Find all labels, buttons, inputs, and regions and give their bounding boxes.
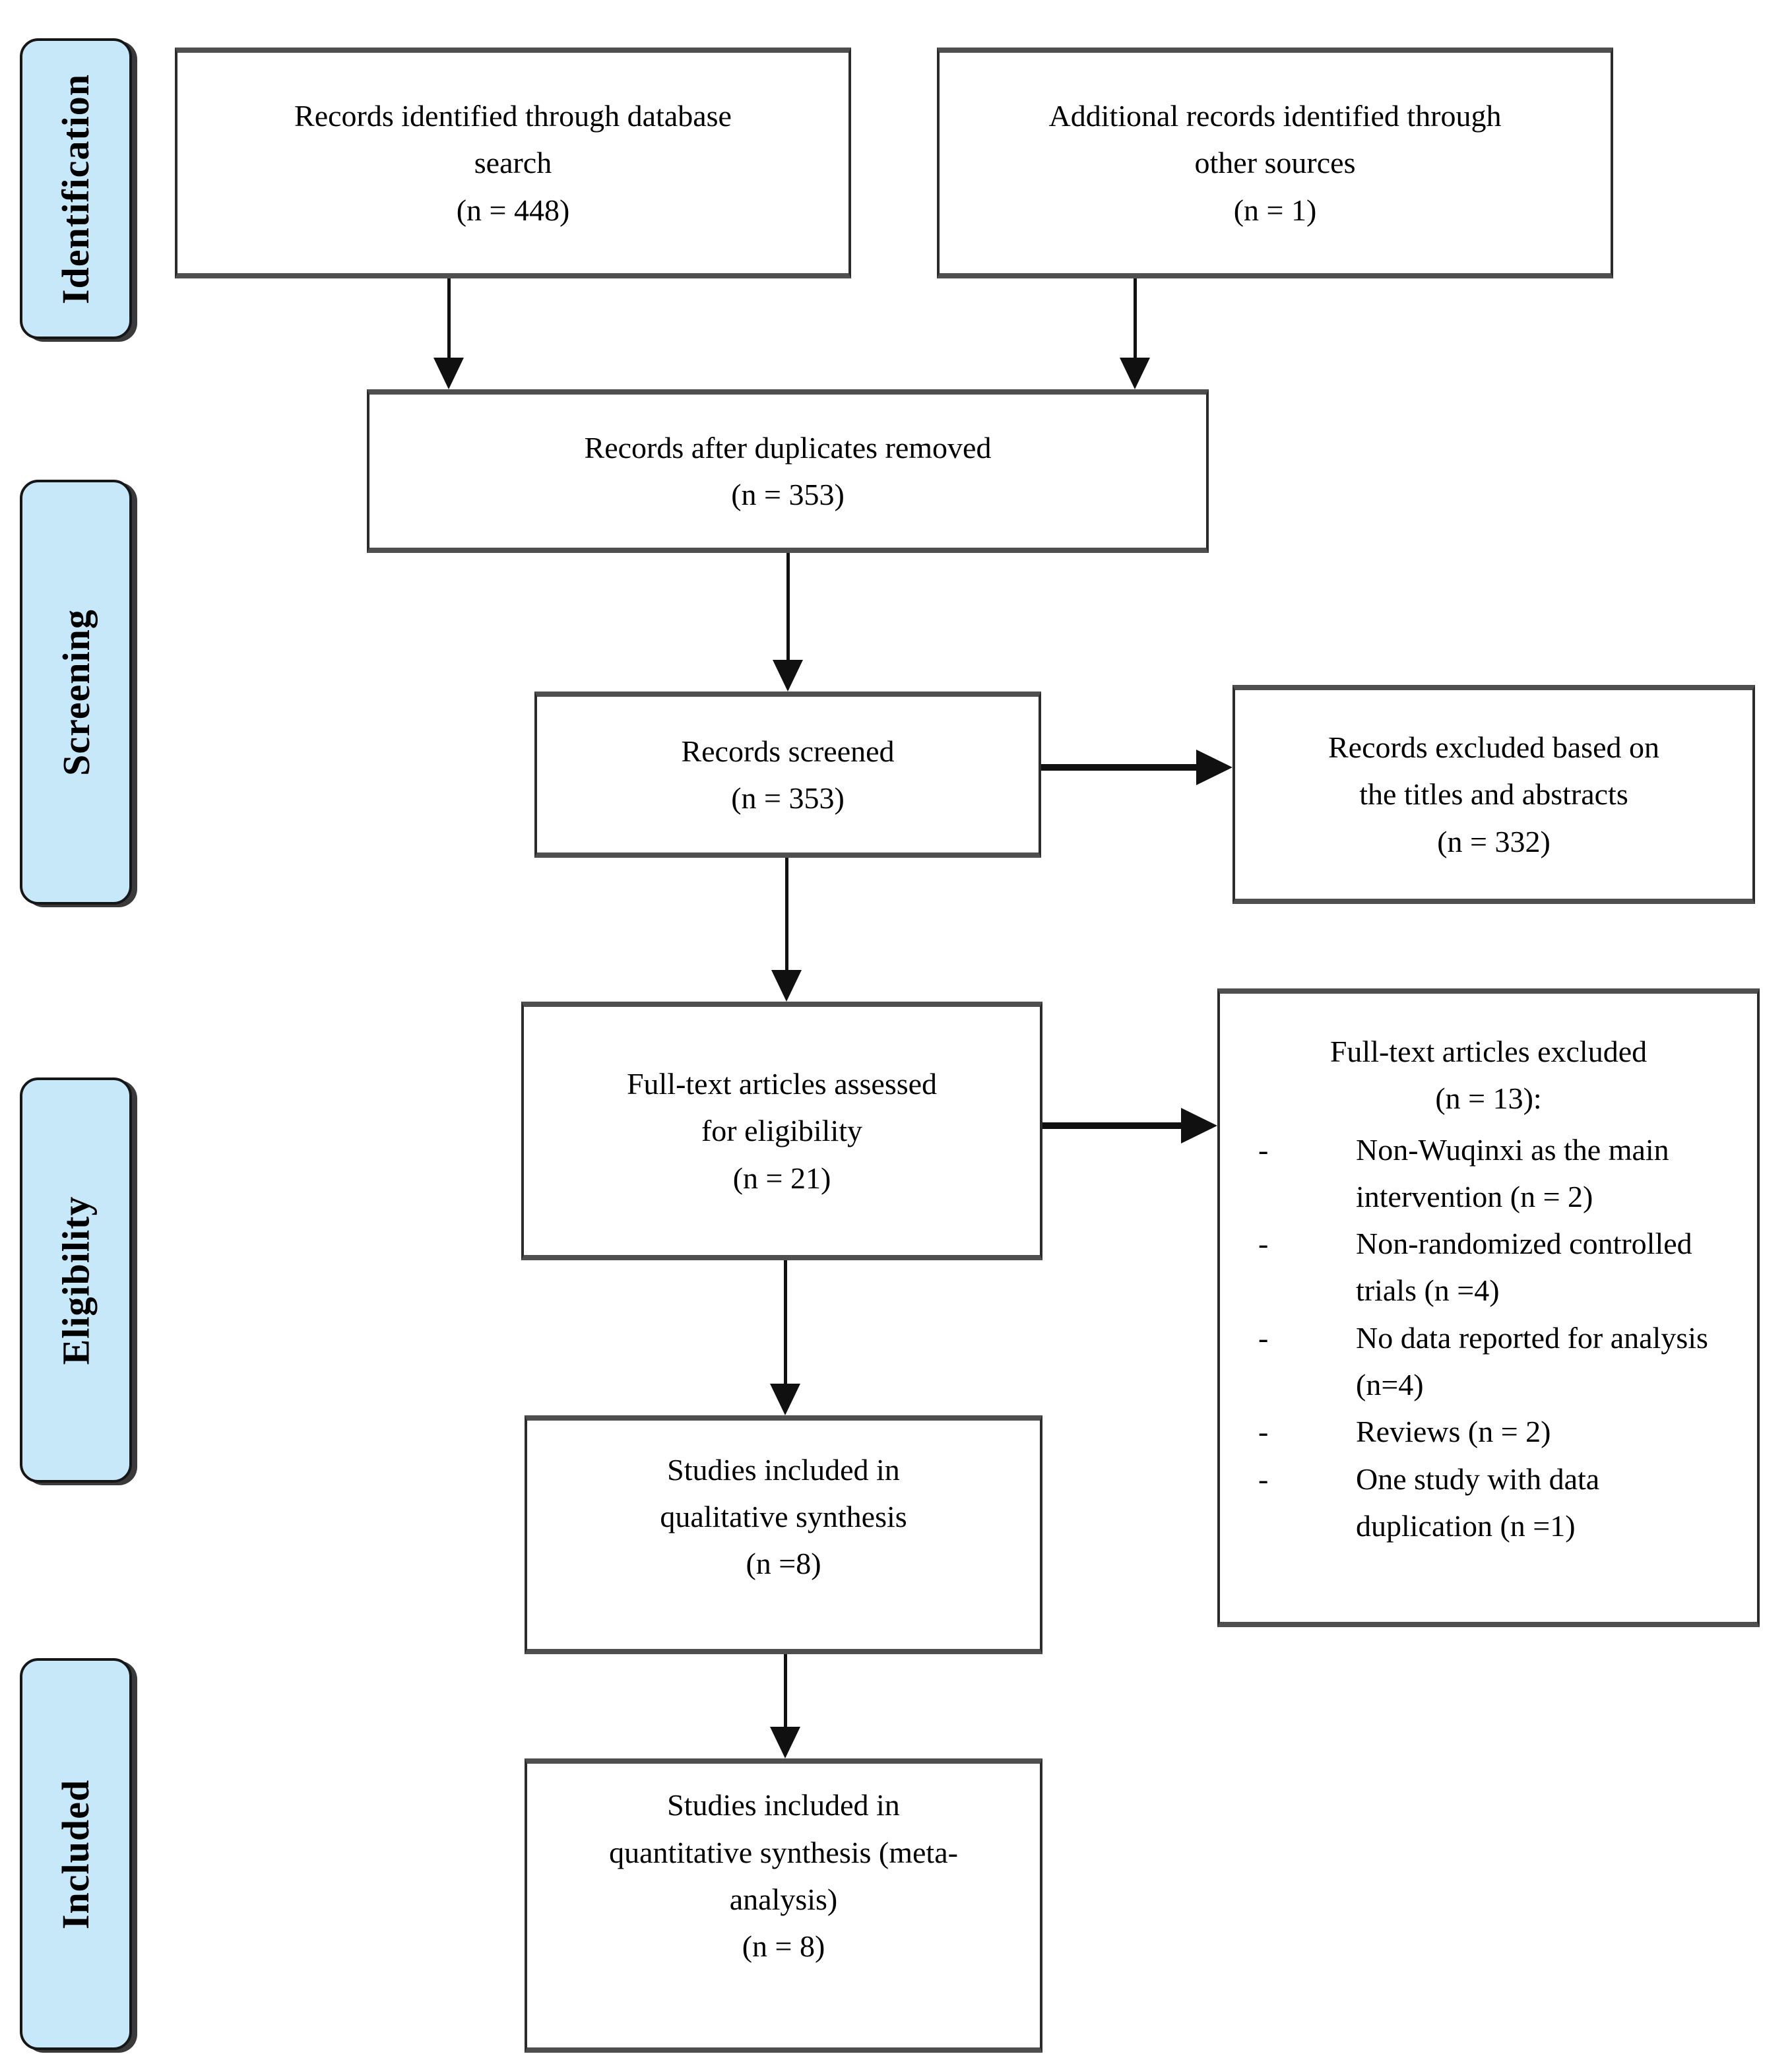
dash-bullet: -: [1258, 1462, 1269, 1496]
exclusion-reason-text: Non-randomized controlled trials (n =4): [1356, 1227, 1692, 1308]
stage-label-identification: Identification: [20, 38, 132, 339]
box-records-identified: Records identified through database sear…: [175, 48, 851, 278]
box-records-screened: Records screened (n = 353): [534, 691, 1041, 858]
stage-label-included: Included: [20, 1658, 132, 2050]
box-records-identified-line2: search: [474, 146, 552, 180]
box-fulltext-assessed: Full-text articles assessed for eligibil…: [521, 1002, 1042, 1260]
box-records-excluded-count: (n = 332): [1437, 824, 1551, 858]
box-records-screened-line1: Records screened: [681, 734, 895, 768]
box-records-excluded-line1: Records excluded based on: [1328, 730, 1659, 765]
box-records-identified-line1: Records identified through database: [294, 99, 732, 133]
arrow-shaft: [1134, 278, 1137, 359]
arrow-down-icon: [773, 660, 803, 691]
exclusion-reason-item: - Non-randomized controlled trials (n =4…: [1258, 1220, 1739, 1314]
box-additional-records-line2: other sources: [1194, 146, 1356, 180]
box-quantitative-synthesis: Studies included in quantitative synthes…: [525, 1758, 1042, 2053]
box-qualitative-count: (n =8): [746, 1547, 821, 1581]
exclusion-reason-item: - Reviews (n = 2): [1258, 1408, 1739, 1455]
stage-label-eligibility: Eligibility: [20, 1077, 132, 1483]
stage-label-included-text: Included: [54, 1779, 98, 1929]
box-fulltext-excluded-title: Full-text articles excluded: [1329, 1035, 1648, 1068]
exclusion-reason-item: - No data reported for analysis (n=4): [1258, 1314, 1739, 1409]
stage-label-screening: Screening: [20, 480, 132, 905]
box-fulltext-assessed-count: (n = 21): [732, 1161, 831, 1195]
box-records-screened-count: (n = 353): [731, 781, 845, 815]
exclusion-reason-text: No data reported for analysis (n=4): [1356, 1320, 1708, 1402]
arrow-down-icon: [770, 1384, 800, 1415]
arrow-right-icon: [1181, 1108, 1217, 1143]
arrow-right-icon: [1196, 750, 1232, 785]
box-additional-records-line1: Additional records identified through: [1048, 99, 1502, 133]
dash-bullet: -: [1258, 1227, 1269, 1261]
box-quantitative-count: (n = 8): [742, 1929, 825, 1964]
arrow-down-icon: [1120, 358, 1150, 389]
box-duplicates-removed: Records after duplicates removed (n = 35…: [367, 389, 1209, 553]
box-additional-records: Additional records identified through ot…: [937, 48, 1613, 278]
arrow-shaft: [786, 553, 790, 661]
dash-bullet: -: [1258, 1320, 1269, 1355]
box-additional-records-count: (n = 1): [1233, 193, 1317, 227]
box-quantitative-line2: quantitative synthesis (meta-: [609, 1835, 958, 1869]
box-qualitative-synthesis: Studies included in qualitative synthesi…: [525, 1415, 1042, 1654]
exclusion-reason-item: - One study with data duplication (n =1): [1258, 1456, 1739, 1550]
arrow-down-icon: [770, 1727, 800, 1758]
arrow-shaft: [785, 858, 788, 971]
arrow-shaft: [1042, 1122, 1182, 1129]
box-records-identified-count: (n = 448): [456, 193, 570, 227]
box-qualitative-line1: Studies included in: [667, 1452, 900, 1487]
exclusion-reason-list: - Non-Wuqinxi as the main intervention (…: [1220, 1122, 1757, 1550]
box-duplicates-removed-line1: Records after duplicates removed: [584, 430, 992, 465]
exclusion-reason-text: One study with data duplication (n =1): [1356, 1462, 1600, 1543]
arrow-shaft: [784, 1260, 787, 1385]
box-quantitative-line3: analysis): [729, 1882, 838, 1916]
stage-label-screening-text: Screening: [54, 608, 98, 776]
stage-label-identification-text: Identification: [54, 73, 98, 304]
arrow-down-icon: [433, 358, 464, 389]
box-fulltext-excluded-count: (n = 13):: [1435, 1081, 1542, 1116]
box-fulltext-assessed-line1: Full-text articles assessed: [626, 1067, 938, 1101]
box-qualitative-line2: qualitative synthesis: [660, 1499, 907, 1533]
box-fulltext-assessed-line2: for eligibility: [701, 1114, 862, 1148]
exclusion-reason-item: - Non-Wuqinxi as the main intervention (…: [1258, 1126, 1739, 1221]
box-records-excluded-line2: the titles and abstracts: [1359, 777, 1628, 812]
stage-label-eligibility-text: Eligibility: [54, 1196, 98, 1365]
arrow-shaft: [1041, 764, 1198, 771]
exclusion-reason-text: Reviews (n = 2): [1356, 1415, 1551, 1449]
box-duplicates-removed-count: (n = 353): [731, 478, 845, 511]
dash-bullet: -: [1258, 1132, 1269, 1167]
arrow-shaft: [784, 1654, 787, 1728]
arrow-shaft: [447, 278, 451, 359]
box-fulltext-excluded: Full-text articles excluded (n = 13): - …: [1217, 988, 1760, 1627]
box-records-excluded: Records excluded based on the titles and…: [1232, 685, 1755, 904]
dash-bullet: -: [1258, 1415, 1269, 1449]
exclusion-reason-text: Non-Wuqinxi as the main intervention (n …: [1356, 1132, 1669, 1213]
arrow-down-icon: [771, 970, 802, 1002]
box-quantitative-line1: Studies included in: [667, 1788, 900, 1822]
